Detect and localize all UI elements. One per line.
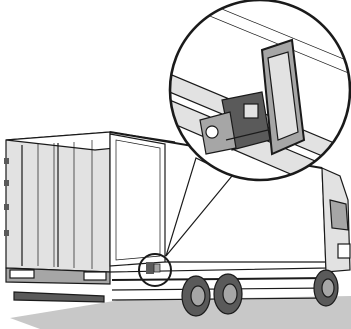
rear-wheel-1 [182, 276, 210, 316]
front-wheel [314, 270, 338, 306]
rear-wheel-2 [214, 274, 242, 314]
truck-cab [322, 168, 350, 272]
chassis [6, 268, 330, 302]
open-rear-door [110, 134, 165, 266]
